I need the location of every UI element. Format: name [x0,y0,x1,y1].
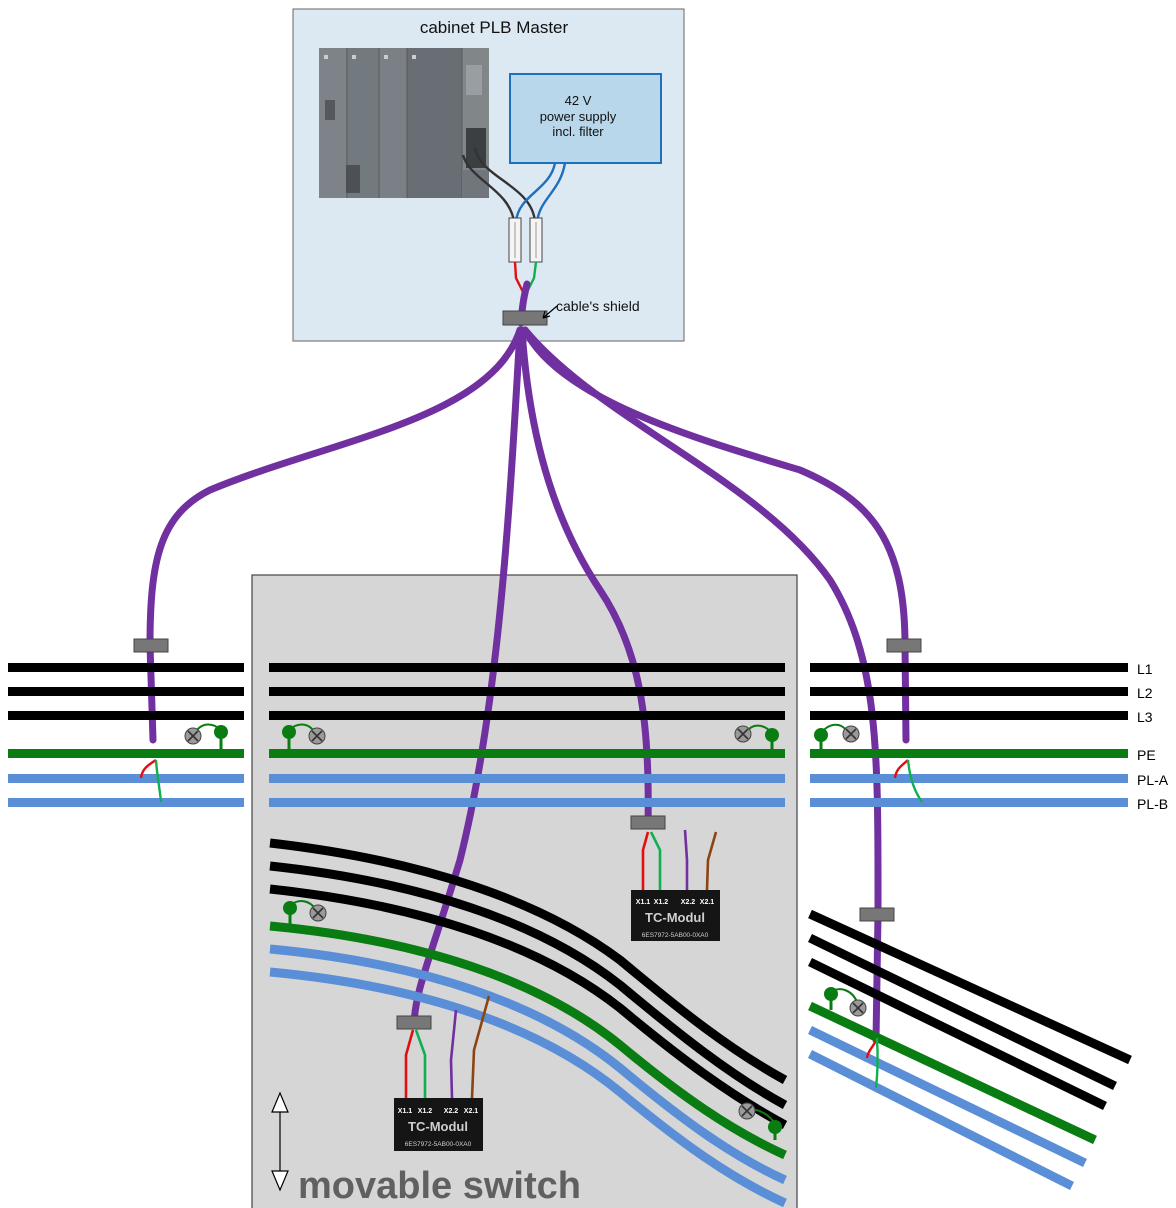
tc-module-lower-pin-2: X1.2 [418,1108,433,1115]
shield-clamp-module-lower [396,1015,432,1030]
shield-arrow [542,305,558,319]
ground-connector-middle-right [734,724,779,749]
tc-module-lower-wires [404,995,491,1099]
power-supply-filter-label: incl. filter [552,124,604,139]
tc-module-upper-name: TC-Modul [645,910,705,925]
shield-clamp-left [133,638,169,653]
diverging-rails-right [807,909,1132,1191]
power-supply-voltage: 42 V [565,93,592,108]
shield-clamp-right [886,638,922,653]
tc-module-upper-pin-1: X1.1 [636,899,651,906]
ground-connector-right [814,723,860,749]
movable-switch-label: movable switch [298,1165,581,1207]
rail-label-pla: PL-A [1137,772,1169,788]
tc-module-upper-wires [641,829,718,891]
rail-label-pe: PE [1137,747,1156,763]
rail-section-middle [269,663,785,807]
double-arrow-icon [271,1091,289,1192]
curved-switch-rails [269,838,788,1208]
tc-module-upper-part-number: 6ES7972-5AB00-0XA0 [642,932,709,939]
ground-connector-curve-left [283,900,327,926]
tc-module-upper-pin-2: X1.2 [654,899,669,906]
cabinet-title: cabinet PLB Master [420,18,569,37]
tc-module-lower-name: TC-Modul [408,1119,468,1134]
tc-module-lower-pin-4: X2.1 [464,1108,479,1115]
cabinet-shield-clamp [502,310,548,326]
rail-feed-wires [139,759,923,1089]
tc-module-lower: X1.1 X1.2 X2.2 X2.1 TC-Modul 6ES7972-5AB… [394,1098,483,1151]
tc-module-lower-pin-3: X2.2 [444,1108,459,1115]
power-supply-label: power supply [540,109,617,124]
tc-module-upper: X1.1 X1.2 X2.2 X2.1 TC-Modul 6ES7972-5AB… [631,890,720,941]
tc-module-lower-pin-1: X1.1 [398,1108,413,1115]
plc-wires [461,147,567,223]
rail-label-l2: L2 [1137,685,1153,701]
rail-section-right [810,663,1128,807]
tc-module-lower-part-number: 6ES7972-5AB00-0XA0 [405,1141,472,1148]
shield-clamp-diverging [859,907,895,922]
rail-label-l1: L1 [1137,661,1153,677]
rail-section-left [8,663,244,807]
plc-controller-image [319,48,489,198]
ground-connector-curve-right [738,1102,782,1140]
ground-connector-diverging [824,987,867,1017]
shield-label: cable's shield [556,298,640,314]
shield-clamp-module-upper [630,815,666,830]
rail-label-plb: PL-B [1137,796,1168,812]
rail-label-l3: L3 [1137,709,1153,725]
tc-module-upper-pin-3: X2.2 [681,899,696,906]
tc-module-upper-pin-4: X2.1 [700,899,715,906]
ground-connector-middle-left [282,723,326,749]
power-supply-box [509,73,662,164]
ground-connector-left [184,723,228,749]
